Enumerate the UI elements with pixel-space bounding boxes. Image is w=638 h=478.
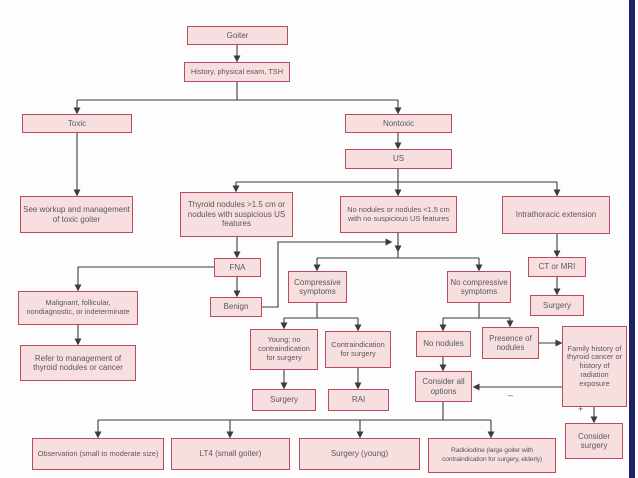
node-malignant: Malignant, follicular, nondiagnostic, or… xyxy=(18,291,138,325)
edge-label-negative: – xyxy=(508,390,514,400)
node-consider-all-options: Consider all options xyxy=(415,371,472,402)
node-refer-management: Refer to management of thyroid nodules o… xyxy=(20,345,136,381)
node-presence-of-nodules: Presence of nodules xyxy=(482,327,539,359)
node-observation: Observation (small to moderate size) xyxy=(32,438,164,470)
node-radioiodine: Radioiodine (large goiter with contraind… xyxy=(428,438,556,473)
node-rai: RAI xyxy=(328,389,389,411)
edge-label-positive: + xyxy=(578,404,584,414)
node-young-no-contraindication: Young; no contraindication for surgery xyxy=(250,329,318,370)
node-nodules-not-suspicious: No nodules or nodules <1.5 cm with no su… xyxy=(340,196,457,233)
node-nontoxic: Nontoxic xyxy=(345,114,452,133)
node-surgery-intrathoracic: Surgery xyxy=(530,295,584,316)
node-us: US xyxy=(345,149,452,169)
node-surgery-compressive: Surgery xyxy=(252,389,316,411)
node-family-history: Family history of thyroid cancer or hist… xyxy=(562,326,627,407)
node-benign: Benign xyxy=(210,297,262,317)
node-compressive-symptoms: Compressive symptoms xyxy=(288,271,347,303)
node-toxic-workup: See workup and management of toxic goite… xyxy=(20,196,133,233)
node-no-nodules: No nodules xyxy=(416,331,471,357)
node-ct-or-mri: CT or MRI xyxy=(528,257,586,277)
node-nodules-suspicious: Thyroid nodules >1.5 cm or nodules with … xyxy=(180,192,293,237)
slide-right-border xyxy=(629,0,635,478)
node-consider-surgery: Consider surgery xyxy=(565,423,623,459)
node-surgery-young: Surgery (young) xyxy=(299,438,420,470)
node-no-compressive-symptoms: No compressive symptoms xyxy=(447,271,511,303)
node-intrathoracic-extension: Intrathoracic extension xyxy=(502,196,610,234)
node-fna: FNA xyxy=(214,258,261,277)
node-history-exam: History, physical exam, TSH xyxy=(184,62,290,82)
node-goiter: Goiter xyxy=(187,26,288,45)
node-lt4: LT4 (small goiter) xyxy=(171,438,290,470)
node-contraindication-for-surgery: Contraindication for surgery xyxy=(325,331,391,368)
node-toxic: Toxic xyxy=(22,114,132,133)
